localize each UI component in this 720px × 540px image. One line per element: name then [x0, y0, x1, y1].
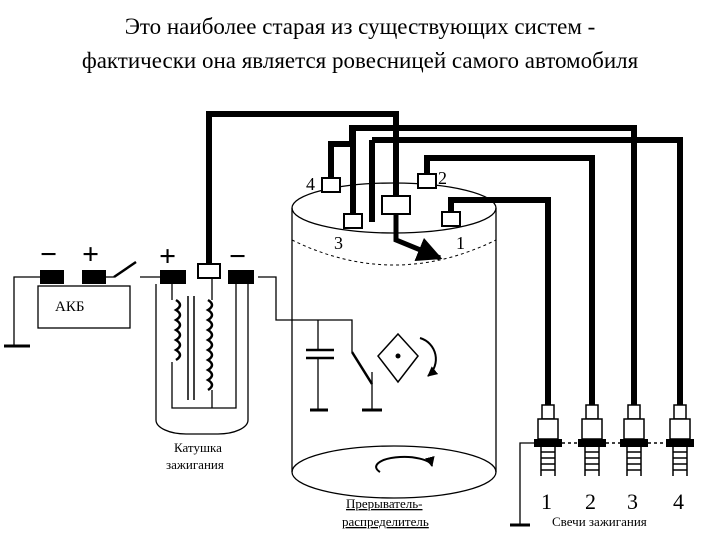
- spark-plug-ground-wire: [519, 442, 534, 525]
- ignition-coil: + − Катушка зажигания: [155, 240, 254, 472]
- plug-number-3: 3: [627, 489, 638, 514]
- spark-plug-1: [534, 404, 562, 476]
- breaker-contact-lever: [350, 351, 374, 385]
- distributor-terminal-4: [321, 177, 341, 193]
- coil-center-terminal: [197, 263, 221, 279]
- title-line-2: фактически она является ровесницей самог…: [81, 48, 639, 73]
- spark-plug-4: [666, 404, 694, 476]
- distributor-terminal-2: [417, 173, 437, 189]
- distributor-dashed-rim: [291, 239, 497, 266]
- secondary-winding: [205, 298, 214, 392]
- wire-to-plug-4: [372, 137, 683, 405]
- battery-plus-sign: +: [82, 238, 99, 271]
- coil-minus-terminal: [228, 270, 254, 284]
- battery-minus-terminal: [40, 270, 64, 284]
- terminal-label-3: 3: [334, 233, 343, 253]
- distributor-base: [291, 445, 497, 499]
- wire-terminal-4: [328, 125, 637, 405]
- base-rotation-arrow: [375, 455, 435, 473]
- contact-wire: [318, 319, 353, 352]
- plug-number-1: 1: [541, 489, 552, 514]
- coil-plus-sign: +: [159, 240, 176, 273]
- distributor-label-line-2: распределитель: [342, 514, 429, 529]
- battery-ground-wire: [13, 276, 40, 345]
- plug-number-2: 2: [585, 489, 596, 514]
- terminal-label-4: 4: [306, 174, 315, 194]
- ignition-switch: [106, 260, 160, 279]
- battery-body: [37, 285, 131, 329]
- distributor-center-terminal: [381, 195, 411, 215]
- wire-terminal-2: [424, 155, 595, 405]
- coil-plus-terminal: [160, 270, 186, 284]
- distributor: 4 2 3 1 Прерыватель- распределитель: [258, 168, 497, 529]
- coil-to-distributor-wire: [206, 111, 399, 264]
- primary-winding: [173, 298, 182, 362]
- spark-plug-3: [620, 404, 648, 476]
- switch-lever: [113, 260, 137, 279]
- distributor-terminal-3: [343, 213, 363, 229]
- battery: АКБ − +: [4, 238, 131, 348]
- coil-label-line-1: Катушка: [174, 440, 222, 455]
- battery-label: АКБ: [55, 299, 84, 315]
- terminal-label-2: 2: [438, 168, 447, 188]
- breaker-wire: [258, 276, 318, 321]
- spark-plugs: 1 2 3 4 Свечи зажигания: [510, 404, 694, 529]
- battery-plus-terminal: [82, 270, 106, 284]
- cam-rotation-arrow: [419, 337, 439, 377]
- battery-minus-sign: −: [40, 238, 57, 271]
- title-line-1: Это наиболее старая из существующих сист…: [124, 14, 596, 39]
- terminal-label-1: 1: [456, 233, 465, 253]
- plug-number-4: 4: [673, 489, 684, 514]
- coil-label-line-2: зажигания: [166, 457, 224, 472]
- distributor-terminal-1: [441, 211, 461, 227]
- distributor-label-line-1: Прерыватель-: [346, 496, 423, 511]
- coil-internal-wires: [171, 278, 237, 409]
- coil-body: [155, 284, 249, 435]
- wire-terminal-1: [448, 197, 551, 405]
- cam-center: [395, 353, 401, 359]
- high-voltage-wires: [206, 111, 683, 405]
- spark-plugs-label: Свечи зажигания: [552, 514, 647, 529]
- distributor-sides: [291, 208, 497, 472]
- coil-minus-sign: −: [229, 240, 246, 273]
- diagram-title: Это наиболее старая из существующих сист…: [0, 10, 720, 78]
- spark-plug-2: [578, 404, 606, 476]
- rotor-arm: [393, 214, 443, 262]
